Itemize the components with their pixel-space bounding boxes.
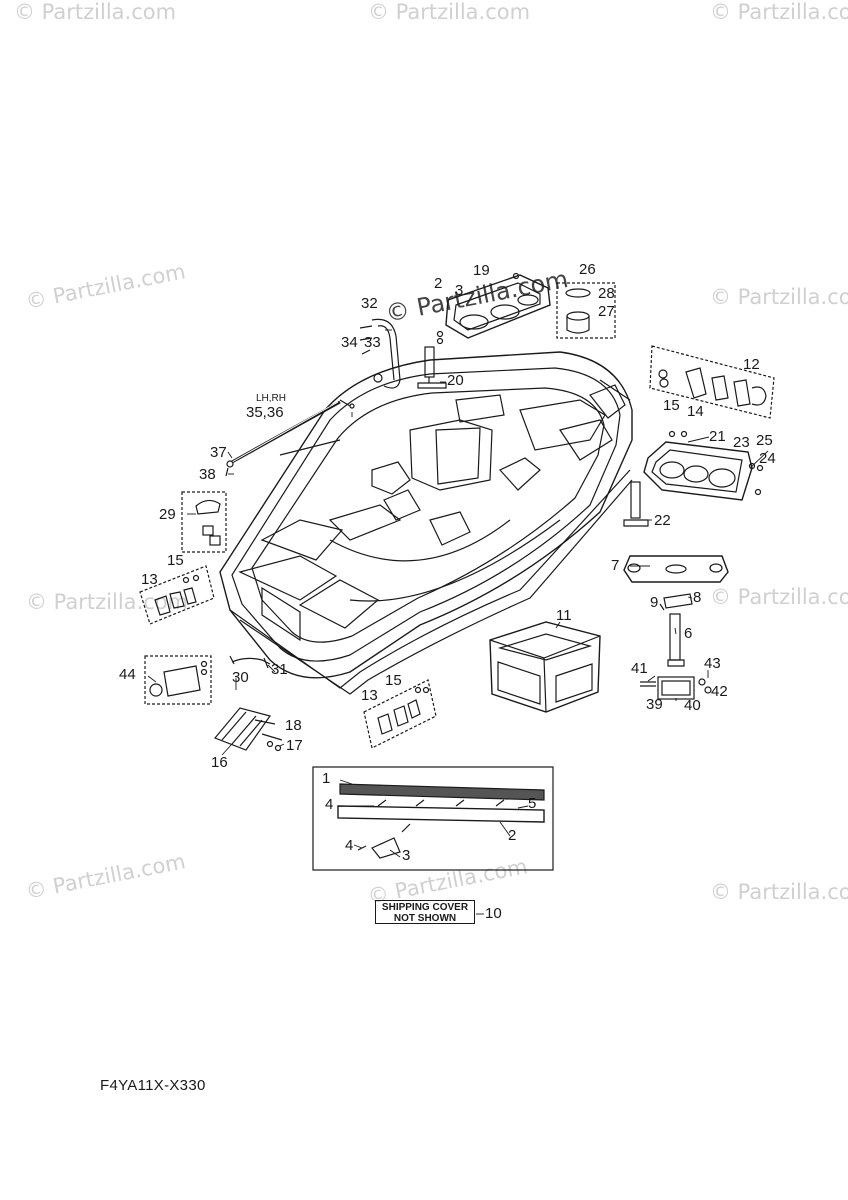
cooler: [489, 621, 601, 713]
grab-rail: [225, 399, 355, 477]
callout-18: 18: [285, 717, 302, 734]
callout-22: 22: [654, 512, 671, 529]
callout-11: 11: [556, 607, 572, 624]
callout-6: 6: [684, 625, 693, 642]
callout-34: 34: [341, 334, 358, 351]
callout-20: 20: [447, 372, 464, 389]
callout-3: 3: [402, 847, 411, 864]
post: [417, 346, 447, 389]
cover-plate: [623, 555, 729, 583]
callout-27: 27: [598, 303, 615, 320]
callout-14: 14: [687, 403, 704, 420]
callout-25: 25: [756, 432, 773, 449]
callout-40: 40: [684, 697, 701, 714]
callout-15: 15: [663, 397, 680, 414]
callout-7: 7: [611, 557, 620, 574]
latch-group-left: [139, 565, 215, 625]
cup-holder-group: [556, 282, 616, 339]
side-label: LH,RH: [256, 393, 287, 404]
callout-28: 28: [598, 285, 615, 302]
callout-39: 39: [646, 696, 663, 713]
trim-detail: [312, 766, 554, 871]
callout-43: 43: [704, 655, 721, 672]
callout-5: 5: [528, 795, 537, 812]
callout-38: 38: [199, 466, 216, 483]
cable: [229, 655, 271, 669]
callout-42: 42: [711, 683, 728, 700]
bracket-group: [649, 345, 775, 419]
boarding-ladder: [214, 707, 283, 752]
callout-31: 31: [271, 661, 288, 678]
leader-lines: [147, 329, 769, 915]
shipping-cover-line2: NOT SHOWN: [393, 913, 457, 924]
tower-frame: [359, 318, 401, 389]
callout-2: 2: [434, 275, 443, 292]
callout-13: 13: [361, 687, 378, 704]
callout-17: 17: [286, 737, 303, 754]
callout-23: 23: [733, 434, 750, 451]
callout-4: 4: [325, 796, 334, 813]
callout-35-36: 35,36: [246, 404, 284, 421]
callout-8: 8: [693, 589, 702, 606]
cup-tray: [643, 430, 764, 501]
callout-1: 1: [322, 770, 331, 787]
plate-group: [144, 655, 212, 705]
callout-37: 37: [210, 444, 227, 461]
table-post: [659, 593, 693, 667]
shipping-cover-note: SHIPPING COVER NOT SHOWN: [375, 900, 475, 924]
diagram-code: F4YA11X-X330: [100, 1077, 206, 1094]
callout-41: 41: [631, 660, 648, 677]
callout-24: 24: [759, 450, 776, 467]
callout-30: 30: [232, 669, 249, 686]
post-22: [623, 481, 649, 527]
callout-10: 10: [485, 905, 502, 922]
callout-13: 13: [141, 571, 158, 588]
callout-12: 12: [743, 356, 760, 373]
glovebox-lid: [436, 272, 551, 345]
callout-26: 26: [579, 261, 596, 278]
callout-15: 15: [167, 552, 184, 569]
callout-33: 33: [364, 334, 381, 351]
callout-3: 3: [455, 282, 464, 299]
callout-44: 44: [119, 666, 136, 683]
shipping-cover-line1: SHIPPING COVER: [381, 902, 469, 913]
callout-21: 21: [709, 428, 726, 445]
callout-4: 4: [345, 837, 354, 854]
callout-32: 32: [361, 295, 378, 312]
callout-9: 9: [650, 594, 659, 611]
callout-16: 16: [211, 754, 228, 771]
callout-2: 2: [508, 827, 517, 844]
callout-15: 15: [385, 672, 402, 689]
callout-19: 19: [473, 262, 490, 279]
latch-group-lower: [363, 679, 437, 749]
cleat-group: [181, 491, 227, 553]
boat-hull: [219, 351, 633, 695]
callout-29: 29: [159, 506, 176, 523]
